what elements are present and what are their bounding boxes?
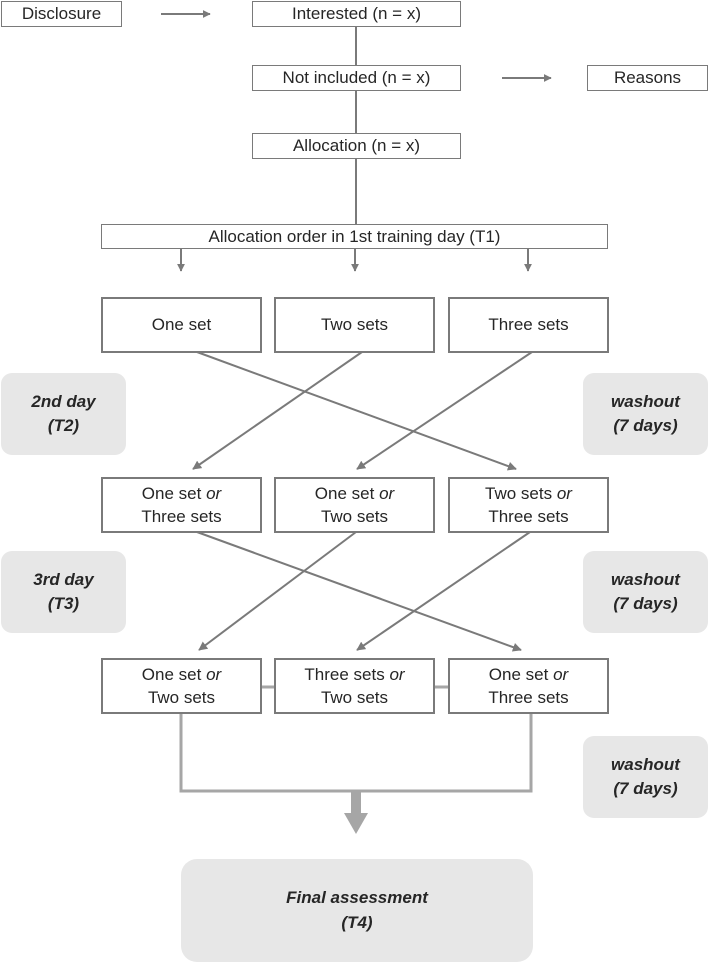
- bracket-t3-to-final: [179, 714, 533, 793]
- or-conjunction: or: [553, 664, 569, 684]
- reasons-label: Reasons: [613, 68, 682, 88]
- arrow-t2-left-to-t3-right: [196, 531, 522, 652]
- t1-box-three-sets: Three sets: [448, 297, 609, 353]
- arrow-t1-one-set-to-t2-right: [196, 351, 517, 471]
- or-conjunction: or: [206, 664, 222, 684]
- arrow-t1-three-sets-to-t2-middle: [356, 351, 533, 470]
- day2-tag-title: 2nd day: [31, 391, 96, 411]
- option-b: Three sets: [141, 507, 222, 526]
- t1-box-one-set: One set: [101, 297, 262, 353]
- not-included-label: Not included (n = x): [282, 68, 431, 88]
- option-a: One set: [141, 483, 202, 503]
- t3-box-line1: Three sets or: [304, 663, 404, 686]
- day2-tag-code: (T2): [47, 416, 80, 435]
- not-included-box: Not included (n = x): [252, 65, 461, 91]
- washout-title: washout: [611, 569, 680, 589]
- option-b: Two sets: [320, 507, 389, 526]
- disclosure-box: Disclosure: [1, 1, 122, 27]
- allocation-label: Allocation (n = x): [292, 136, 421, 156]
- disclosure-label: Disclosure: [21, 4, 102, 24]
- t2-box-line1: One set or: [142, 482, 221, 505]
- final-assessment-code: (T4): [341, 912, 373, 932]
- washout-tag-1: washout (7 days): [583, 373, 708, 455]
- reasons-box: Reasons: [587, 65, 708, 91]
- interested-box: Interested (n = x): [252, 1, 461, 27]
- t3-box-three-or-two: Three sets or Two sets: [274, 658, 435, 714]
- t2-box-two-or-three: Two sets or Three sets: [448, 477, 609, 533]
- washout-title: washout: [611, 391, 680, 411]
- allocation-order-box: Allocation order in 1st training day (T1…: [101, 224, 608, 249]
- t3-box-one-or-two: One set or Two sets: [101, 658, 262, 714]
- t1-box-label: One set: [151, 315, 212, 335]
- option-a: One set: [141, 664, 202, 684]
- allocation-box: Allocation (n = x): [252, 133, 461, 159]
- t1-box-label: Two sets: [320, 315, 389, 335]
- thick-arrow-shaft: [351, 791, 361, 815]
- t3-box-one-or-three: One set or Three sets: [448, 658, 609, 714]
- t3-box-line1: One set or: [489, 663, 568, 686]
- interested-label: Interested (n = x): [292, 4, 421, 24]
- washout-tag-3: washout (7 days): [583, 736, 708, 818]
- washout-tag-2: washout (7 days): [583, 551, 708, 633]
- arrow-t1-two-sets-to-t2-left: [192, 351, 363, 470]
- arrow-t2-middle-to-t3-left: [198, 531, 357, 651]
- or-conjunction: or: [556, 483, 572, 503]
- t2-box-line1: One set or: [315, 482, 394, 505]
- day2-tag: 2nd day (T2): [1, 373, 126, 455]
- final-assessment-box: Final assessment (T4): [181, 859, 533, 962]
- or-conjunction: or: [206, 483, 222, 503]
- day3-tag-title: 3rd day: [33, 569, 94, 589]
- option-a: Three sets: [304, 664, 385, 684]
- or-conjunction: or: [389, 664, 405, 684]
- washout-duration: (7 days): [613, 416, 678, 435]
- option-b: Three sets: [488, 507, 569, 526]
- option-b: Three sets: [488, 688, 569, 707]
- option-a: One set: [314, 483, 375, 503]
- final-assessment-title: Final assessment: [286, 888, 428, 908]
- t2-box-one-or-three: One set or Three sets: [101, 477, 262, 533]
- arrow-t2-right-to-t3-middle: [356, 531, 531, 651]
- washout-duration: (7 days): [613, 779, 678, 798]
- allocation-order-label: Allocation order in 1st training day (T1…: [208, 226, 501, 246]
- t1-box-two-sets: Two sets: [274, 297, 435, 353]
- option-b: Two sets: [147, 688, 216, 707]
- option-b: Two sets: [320, 688, 389, 707]
- or-conjunction: or: [379, 483, 395, 503]
- day3-tag-code: (T3): [47, 594, 80, 613]
- option-a: Two sets: [485, 483, 553, 503]
- t2-box-one-or-two: One set or Two sets: [274, 477, 435, 533]
- t1-box-label: Three sets: [488, 315, 569, 335]
- day3-tag: 3rd day (T3): [1, 551, 126, 633]
- option-a: One set: [488, 664, 549, 684]
- t2-box-line1: Two sets or: [485, 482, 572, 505]
- thick-arrow-head: [344, 813, 368, 834]
- t3-box-line1: One set or: [142, 663, 221, 686]
- washout-title: washout: [611, 754, 680, 774]
- washout-duration: (7 days): [613, 594, 678, 613]
